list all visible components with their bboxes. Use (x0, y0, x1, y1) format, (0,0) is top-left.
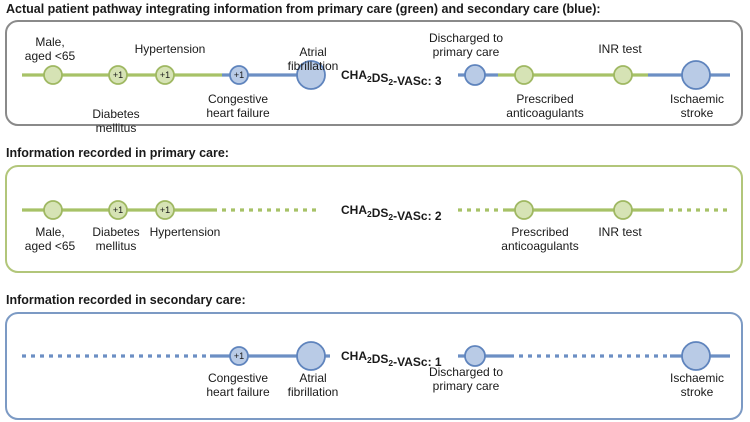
combined-label-inr: INR test (598, 42, 642, 56)
combined-pathway-panel (5, 20, 743, 126)
combined-event-node (43, 65, 63, 85)
primary-label-inr: INR test (598, 225, 642, 239)
primary-event-node (108, 200, 128, 220)
primary-care-panel (5, 165, 743, 273)
combined-plus-one-label: +1 (113, 70, 123, 80)
combined-label-hypertension: Hypertension (135, 42, 206, 56)
primary-label-hypertension: Hypertension (150, 225, 221, 239)
combined-score-label: CHA2DS2-VASc: 3 (341, 68, 442, 88)
combined-event-node (613, 65, 633, 85)
combined-event-node (296, 60, 326, 90)
primary-event-node (514, 200, 534, 220)
secondary-event-node (464, 345, 486, 367)
combined-plus-one-label: +1 (160, 70, 170, 80)
secondary-event-node (296, 341, 326, 371)
combined-plus-one-label: +1 (234, 70, 244, 80)
combined-event-node (155, 65, 175, 85)
combined-event-node (229, 65, 249, 85)
primary-score-label: CHA2DS2-VASc: 2 (341, 203, 442, 223)
secondary-plus-one-label: +1 (234, 351, 244, 361)
secondary-event-node (681, 341, 711, 371)
secondary-score-label: CHA2DS2-VASc: 1 (341, 349, 442, 369)
pathway-title: Actual patient pathway integrating infor… (6, 2, 601, 16)
primary-event-node (43, 200, 63, 220)
primary-plus-one-label: +1 (160, 205, 170, 215)
secondary-event-node (229, 346, 249, 366)
secondary-care-panel (5, 312, 743, 420)
combined-label-male: Male,aged <65 (25, 35, 76, 63)
secondary-care-title: Information recorded in secondary care: (6, 293, 246, 307)
primary-event-node (155, 200, 175, 220)
combined-event-node (681, 60, 711, 90)
combined-event-node (108, 65, 128, 85)
primary-event-node (613, 200, 633, 220)
combined-event-node (514, 65, 534, 85)
primary-care-title: Information recorded in primary care: (6, 146, 229, 160)
combined-event-node (464, 64, 486, 86)
primary-plus-one-label: +1 (113, 205, 123, 215)
primary-label-male: Male,aged <65 (25, 225, 76, 253)
